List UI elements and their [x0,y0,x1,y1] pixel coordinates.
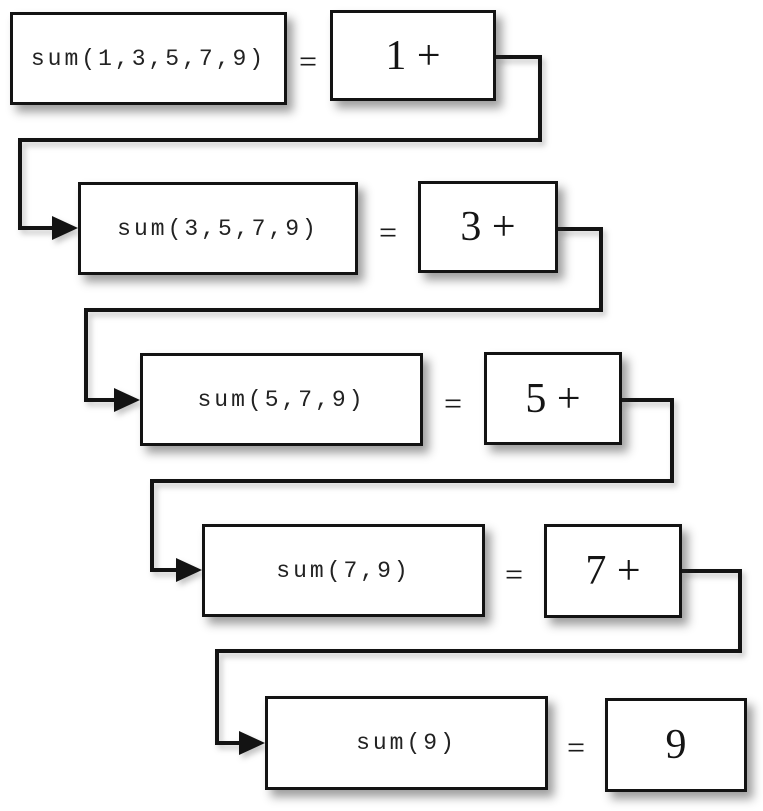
equals-sign-1: = [298,42,318,79]
arrowhead-icon [176,558,202,582]
call-box-4: sum(7,9) [202,524,485,617]
value-label-3: 5 + [525,375,581,422]
call-label-4: sum(7,9) [276,557,411,584]
arrowhead-icon [239,731,265,755]
call-box-1: sum(1,3,5,7,9) [10,12,287,105]
call-box-2: sum(3,5,7,9) [78,182,358,275]
equals-sign-3: = [443,384,463,421]
value-label-1: 1 + [385,32,441,79]
value-box-4: 7 + [544,524,682,618]
call-label-1: sum(1,3,5,7,9) [30,45,267,72]
call-label-2: sum(3,5,7,9) [117,215,319,242]
value-box-2: 3 + [418,181,558,273]
call-label-5: sum(9) [356,730,457,756]
value-label-4: 7 + [585,548,641,594]
call-box-5: sum(9) [265,696,548,790]
value-label-5: 9 [665,722,687,768]
value-label-2: 3 + [460,204,516,250]
equals-sign-4: = [504,555,524,592]
call-label-3: sum(5,7,9) [197,386,366,413]
arrowhead-icon [52,216,78,240]
call-box-3: sum(5,7,9) [140,353,423,446]
arrowhead-icon [114,388,140,412]
value-box-3: 5 + [484,352,622,445]
equals-sign-5: = [566,728,586,765]
value-box-1: 1 + [330,10,496,101]
value-box-5: 9 [605,698,747,792]
equals-sign-2: = [378,213,398,250]
